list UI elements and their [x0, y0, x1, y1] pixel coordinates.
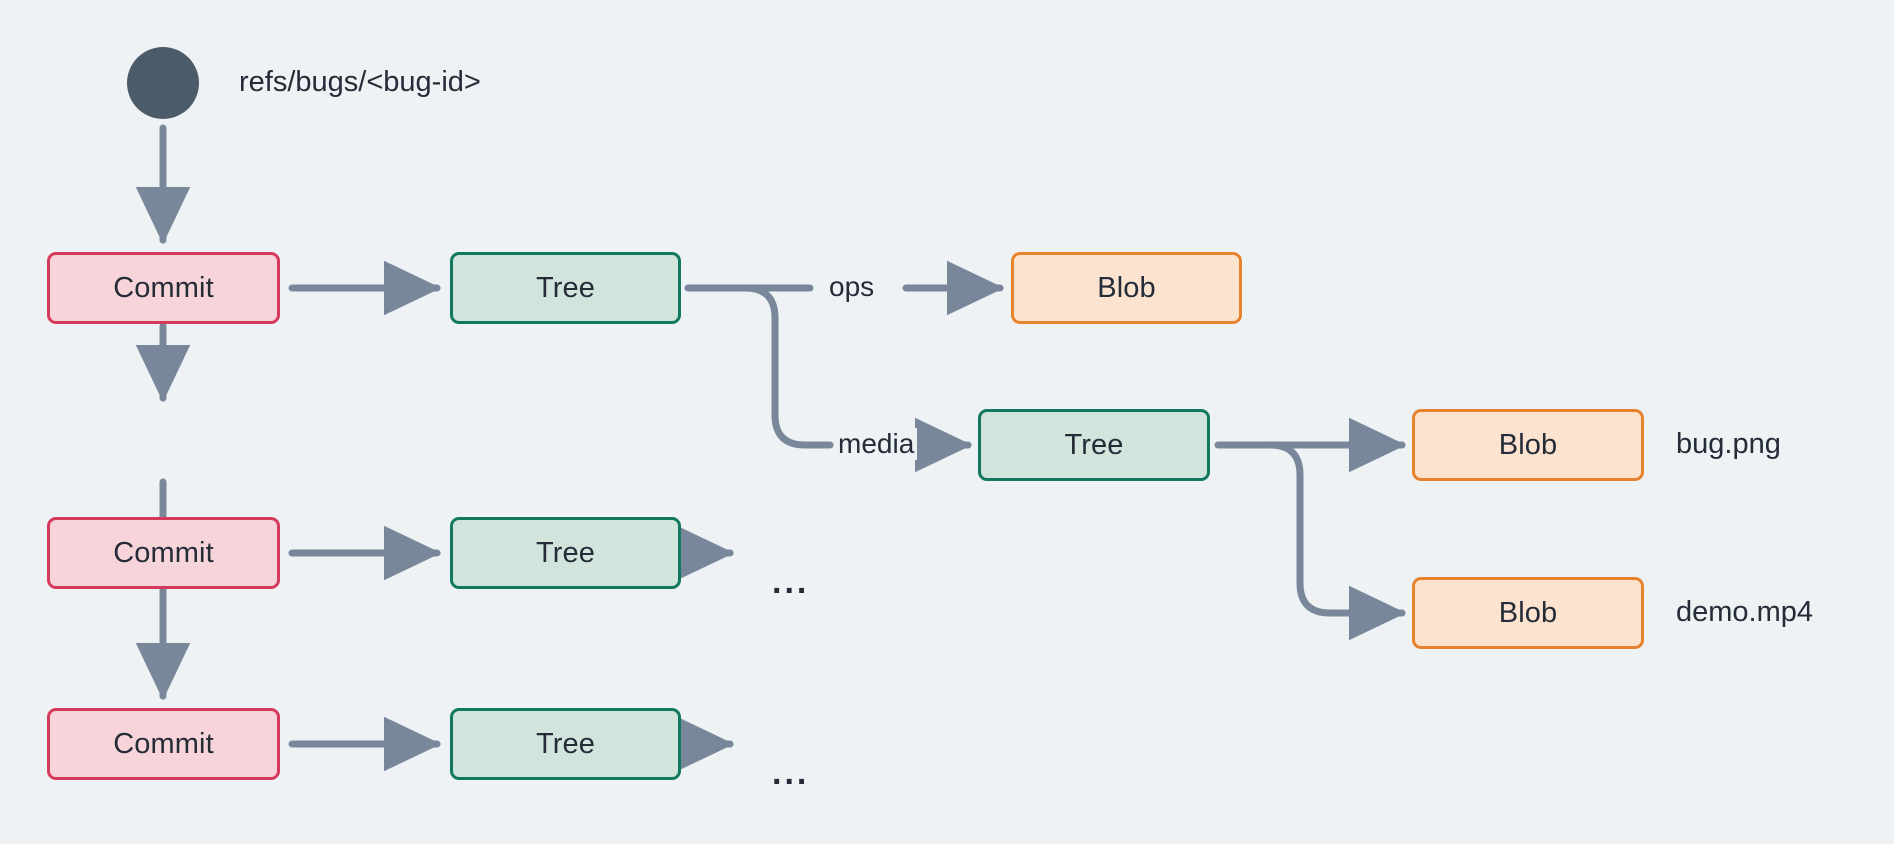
node-tree-media[interactable]: Tree: [978, 409, 1210, 481]
file-label-demo-mp4: demo.mp4: [1676, 596, 1814, 628]
node-commit-3[interactable]: Commit: [47, 708, 280, 780]
edge-treemedia-to-blob-demomp4: [1266, 441, 1407, 641]
edge-tree1-to-media-label: [741, 284, 834, 449]
ref-label: refs/bugs/<bug-id>: [239, 66, 481, 98]
ellipsis-row-2: ...: [772, 563, 810, 601]
node-tree-3[interactable]: Tree: [450, 708, 681, 780]
node-tree-2[interactable]: Tree: [450, 517, 681, 589]
ellipsis-row-3: ...: [772, 754, 810, 792]
edge-label-ops: ops: [826, 271, 878, 303]
node-commit-2[interactable]: Commit: [47, 517, 280, 589]
node-tree-1[interactable]: Tree: [450, 252, 681, 324]
file-label-bug-png: bug.png: [1676, 428, 1781, 460]
ref-dot: [127, 47, 199, 119]
node-blob-ops[interactable]: Blob: [1011, 252, 1242, 324]
node-blob-demo-mp4[interactable]: Blob: [1412, 577, 1644, 649]
node-blob-bug-png[interactable]: Blob: [1412, 409, 1644, 481]
node-commit-1[interactable]: Commit: [47, 252, 280, 324]
edge-label-media: media: [835, 428, 918, 460]
